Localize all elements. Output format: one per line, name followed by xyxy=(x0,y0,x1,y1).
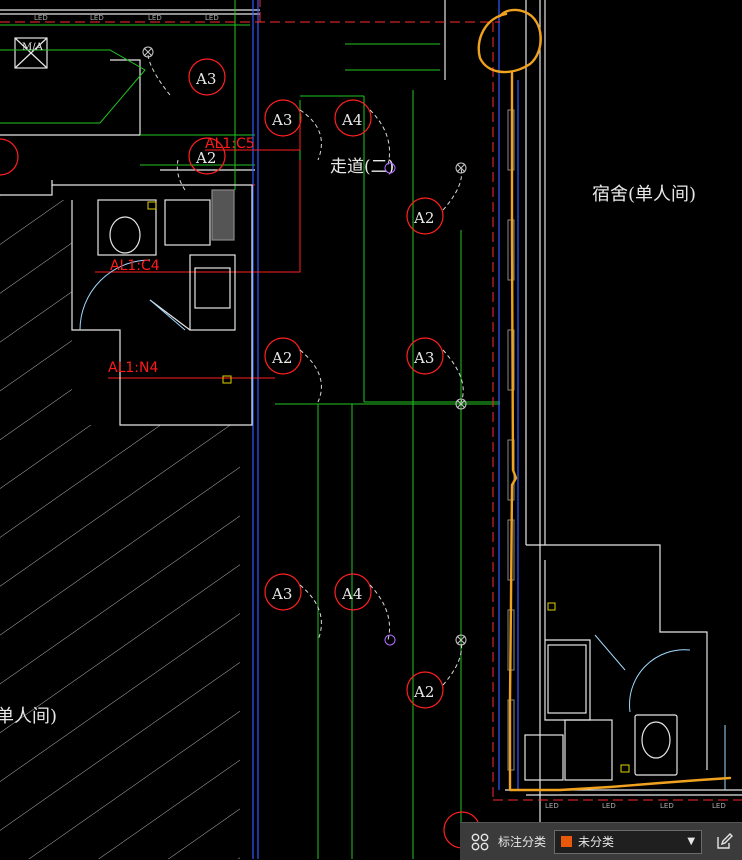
led-label: LED xyxy=(34,14,48,22)
tag-al1-n4: AL1:N4 xyxy=(108,360,158,376)
bubble-a2: A2 xyxy=(195,149,216,167)
room-label-left: 单人间) xyxy=(0,706,57,727)
bubble-a2: A2 xyxy=(271,349,292,367)
wiring-arcs xyxy=(147,54,464,686)
led-label: LED xyxy=(205,14,219,22)
annotation-toolbar: 标注分类 未分类 ▼ xyxy=(460,822,742,860)
bubble-a3: A3 xyxy=(195,70,216,88)
red-dashed-outline xyxy=(0,0,742,801)
led-label: LED xyxy=(712,802,726,810)
annotation-category-select[interactable]: 未分类 ▼ xyxy=(554,829,703,854)
tag-al1-c4: AL1:C4 xyxy=(110,258,160,274)
tag-ma: M/A xyxy=(22,42,44,53)
bubble-a3: A3 xyxy=(271,111,292,129)
led-label: LED xyxy=(90,14,104,22)
red-leader-lines xyxy=(95,120,301,379)
markup-annotation[interactable] xyxy=(477,8,732,792)
room-label-right: 宿舍(单人间) xyxy=(592,184,696,205)
edit-icon xyxy=(717,832,734,849)
bubble-a4: A4 xyxy=(341,111,362,129)
bubble-labels: A3 A2 A3 A4 A2 A2 A3 A3 A4 A2 xyxy=(195,70,434,701)
category-color-swatch xyxy=(561,836,573,847)
top-walls xyxy=(0,9,260,196)
bathroom-left xyxy=(52,184,253,426)
led-label: LED xyxy=(545,802,559,810)
led-labels: LED LED LED LED LED LED LED LED xyxy=(34,14,726,810)
corridor-label: 走道(二) xyxy=(330,157,394,177)
bubble-a3: A3 xyxy=(413,349,434,367)
hatched-room-left xyxy=(0,195,240,859)
chevron-down-icon: ▼ xyxy=(687,836,696,847)
blue-wall-lines xyxy=(252,0,519,859)
led-label: LED xyxy=(602,802,616,810)
category-grid-button[interactable] xyxy=(466,828,494,856)
yellow-switch-symbols xyxy=(147,201,630,773)
white-walls-right xyxy=(444,0,742,859)
bubble-a2: A2 xyxy=(413,683,434,701)
led-label: LED xyxy=(148,14,162,22)
tag-al1-c5: AL1:C5 xyxy=(205,136,255,152)
led-label: LED xyxy=(660,802,674,810)
selected-category: 未分类 xyxy=(578,835,615,849)
grid-icon xyxy=(471,833,489,850)
edit-category-button[interactable] xyxy=(712,830,736,854)
bubble-a4: A4 xyxy=(341,585,362,603)
bubble-a3: A3 xyxy=(271,585,292,603)
light-fixture-symbols xyxy=(142,46,467,646)
annotation-category-label: 标注分类 xyxy=(498,835,547,849)
fan-symbols xyxy=(384,162,396,646)
bubble-a2: A2 xyxy=(413,209,434,227)
